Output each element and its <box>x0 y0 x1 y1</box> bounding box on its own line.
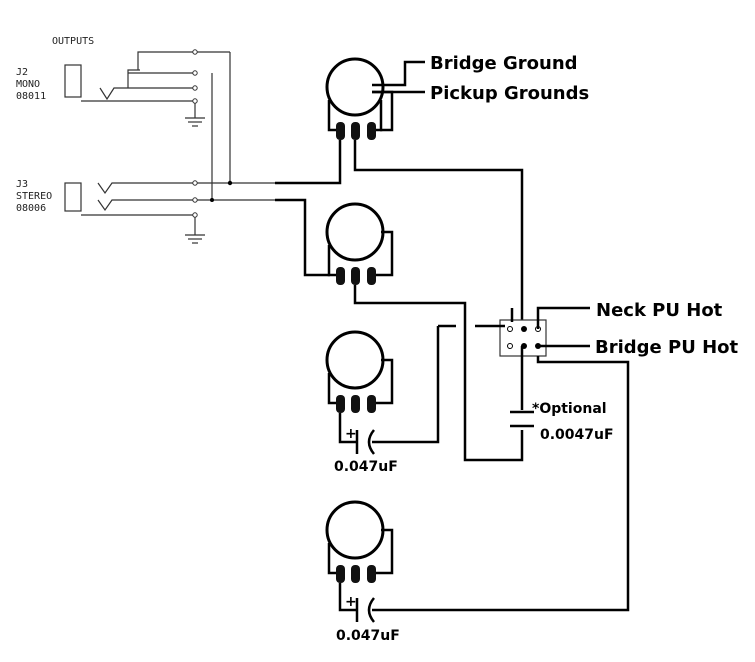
outputs-label: OUTPUTS <box>52 36 94 47</box>
jack-j3: J3 STEREO 08006 <box>16 179 275 244</box>
pot-tone-3 <box>325 500 394 583</box>
pot-tone-2 <box>325 330 394 413</box>
pot-tone-1 <box>325 202 394 285</box>
jack-j2-part: 08011 <box>16 91 46 102</box>
jack-j2: J2 MONO 08011 <box>16 49 230 127</box>
jack-j3-type: STEREO <box>16 191 52 202</box>
label-neck-pu-hot: Neck PU Hot <box>596 300 723 321</box>
label-pickup-grounds: Pickup Grounds <box>430 83 589 104</box>
label-optional-cap: 0.0047uF <box>540 427 614 443</box>
label-cap-2: 0.047uF <box>336 628 400 644</box>
label-cap-1: 0.047uF <box>334 459 398 475</box>
label-bridge-ground: Bridge Ground <box>430 53 578 74</box>
cap-1-plus: + <box>345 426 357 442</box>
cap-2-plus: + <box>345 594 357 610</box>
label-optional: *Optional <box>532 401 607 417</box>
pot-volume <box>325 57 385 140</box>
jack-j3-body <box>64 182 82 212</box>
jack-j2-body <box>64 64 82 98</box>
jack-j2-type: MONO <box>16 79 40 90</box>
jack-j3-part: 08006 <box>16 203 46 214</box>
jack-j2-ref: J2 <box>16 67 28 78</box>
label-bridge-pu-hot: Bridge PU Hot <box>595 337 739 358</box>
jack-j3-ref: J3 <box>16 179 28 190</box>
